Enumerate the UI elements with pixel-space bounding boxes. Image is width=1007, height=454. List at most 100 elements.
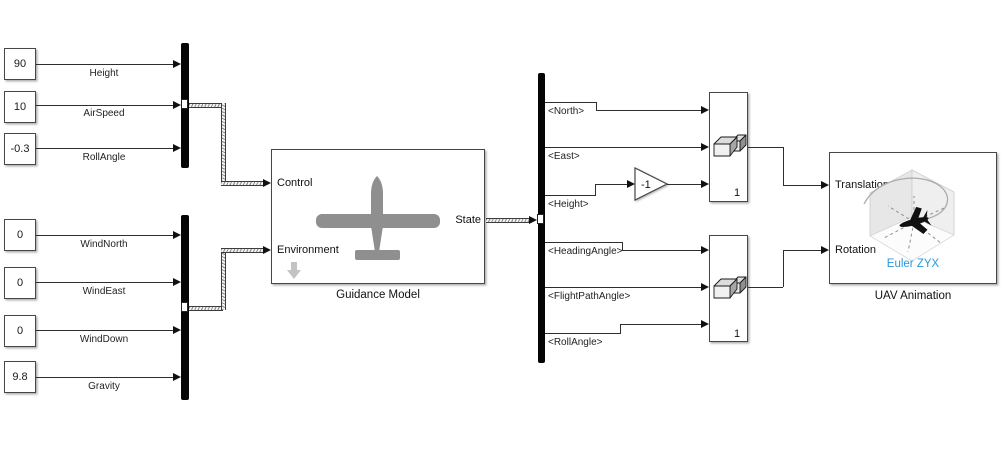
gain-block[interactable]: -1 (633, 165, 671, 203)
constant-value: -0.3 (10, 143, 30, 155)
mux-environment-outport[interactable] (181, 302, 188, 312)
port-label-environment: Environment (277, 244, 339, 256)
wire-rollangle[interactable] (36, 148, 173, 149)
euler-mode-label[interactable]: Euler ZYX (886, 258, 940, 270)
wire-translation[interactable] (748, 147, 783, 148)
wire-gravity[interactable] (36, 377, 173, 378)
port-label-state: State (455, 214, 481, 226)
arrowhead (173, 326, 181, 334)
arrowhead (173, 60, 181, 68)
wire-translation[interactable] (783, 147, 784, 185)
wire-label-rollangle[interactable]: RollAngle (82, 152, 126, 163)
port-label-control: Control (277, 177, 313, 189)
buswire-control-seg[interactable] (221, 181, 263, 186)
signal-label-rollangle[interactable]: <RollAngle> (548, 337, 603, 348)
constant-block-windeast[interactable]: 0 (4, 267, 36, 299)
signal-label-headingangle[interactable]: <HeadingAngle> (548, 246, 623, 257)
wire-headingangle[interactable] (622, 242, 623, 251)
constant-value: 90 (13, 58, 27, 70)
uav-animation-caption: UAV Animation (874, 290, 952, 302)
uav-plane-icon (899, 206, 932, 234)
gain-value: -1 (641, 179, 651, 191)
arrowhead (821, 181, 829, 189)
signal-label-flightpathangle[interactable]: <FlightPathAngle> (548, 291, 631, 302)
constant-block-rollangle[interactable]: -0.3 (4, 133, 36, 165)
wire-height-out[interactable] (595, 184, 596, 196)
wire-flightpathangle[interactable] (545, 287, 701, 288)
arrowhead (701, 246, 709, 254)
wire-gain-out[interactable] (667, 184, 701, 185)
model-reference-arrow-icon[interactable] (287, 262, 301, 280)
buswire-environment-seg[interactable] (221, 248, 226, 310)
arrowhead (529, 216, 537, 224)
wire-label-winddown[interactable]: WindDown (79, 334, 129, 345)
arrowhead (263, 179, 271, 187)
airplane-icon (316, 176, 440, 260)
port-label-rotation: Rotation (835, 244, 876, 256)
guidance-model-caption: Guidance Model (336, 289, 420, 301)
uav-scene-icon (863, 169, 955, 262)
concat-dimension: 1 (734, 187, 741, 199)
wire-label-gravity[interactable]: Gravity (88, 381, 120, 392)
wire-rotation[interactable] (783, 250, 821, 251)
constant-value: 0 (16, 325, 24, 337)
constant-value: 0 (16, 277, 24, 289)
constant-block-winddown[interactable]: 0 (4, 315, 36, 347)
wire-headingangle[interactable] (622, 250, 701, 251)
wire-rollangle-out[interactable] (620, 324, 621, 334)
arrowhead (173, 144, 181, 152)
arrowhead (173, 373, 181, 381)
wire-rotation[interactable] (748, 287, 783, 288)
arrowhead (701, 143, 709, 151)
wire-north[interactable] (545, 102, 596, 103)
wire-winddown[interactable] (36, 330, 173, 331)
arrowhead (627, 180, 635, 188)
wire-label-height[interactable]: Height (89, 68, 119, 79)
wire-label-windeast[interactable]: WindEast (82, 286, 126, 297)
matrix-concatenate-icon (713, 134, 747, 157)
wire-height-out[interactable] (595, 184, 629, 185)
constant-value: 0 (16, 229, 24, 241)
wire-airspeed[interactable] (36, 105, 173, 106)
arrowhead (173, 231, 181, 239)
constant-block-height[interactable]: 90 (4, 48, 36, 80)
concat-dimension: 1 (734, 328, 741, 340)
wire-rollangle-out[interactable] (620, 324, 701, 325)
arrowhead (173, 278, 181, 286)
constant-value: 10 (13, 101, 27, 113)
buswire-environment-seg[interactable] (189, 306, 223, 311)
arrowhead (173, 101, 181, 109)
wire-height-out[interactable] (545, 195, 595, 196)
mux-control-outport[interactable] (181, 99, 188, 109)
wire-windeast[interactable] (36, 282, 173, 283)
signal-label-height[interactable]: <Height> (548, 199, 589, 210)
arrowhead (701, 106, 709, 114)
wire-windnorth[interactable] (36, 235, 173, 236)
constant-value: 9.8 (12, 371, 28, 383)
wire-north[interactable] (596, 102, 597, 111)
signal-label-east[interactable]: <East> (548, 151, 580, 162)
constant-block-windnorth[interactable]: 0 (4, 219, 36, 251)
signal-label-north[interactable]: <North> (548, 106, 585, 117)
wire-translation[interactable] (783, 185, 821, 186)
constant-block-gravity[interactable]: 9.8 (4, 361, 36, 393)
matrix-concatenate-icon (713, 276, 747, 299)
wire-height[interactable] (36, 64, 173, 65)
buswire-control-seg[interactable] (221, 103, 226, 185)
constant-block-airspeed[interactable]: 10 (4, 91, 36, 123)
wire-label-windnorth[interactable]: WindNorth (80, 239, 128, 250)
wire-label-airspeed[interactable]: AirSpeed (83, 108, 125, 119)
buswire-environment-seg[interactable] (221, 248, 263, 253)
bus-selector-inport[interactable] (537, 214, 544, 224)
arrowhead (821, 246, 829, 254)
arrowhead (701, 180, 709, 188)
arrowhead (263, 246, 271, 254)
arrowhead (701, 283, 709, 291)
wire-rollangle-out[interactable] (545, 333, 620, 334)
buswire-control-seg[interactable] (189, 103, 223, 108)
buswire-state[interactable] (486, 218, 529, 223)
wire-rotation[interactable] (783, 250, 784, 287)
wire-east[interactable] (545, 147, 701, 148)
wire-north[interactable] (596, 110, 701, 111)
wire-headingangle[interactable] (545, 242, 622, 243)
